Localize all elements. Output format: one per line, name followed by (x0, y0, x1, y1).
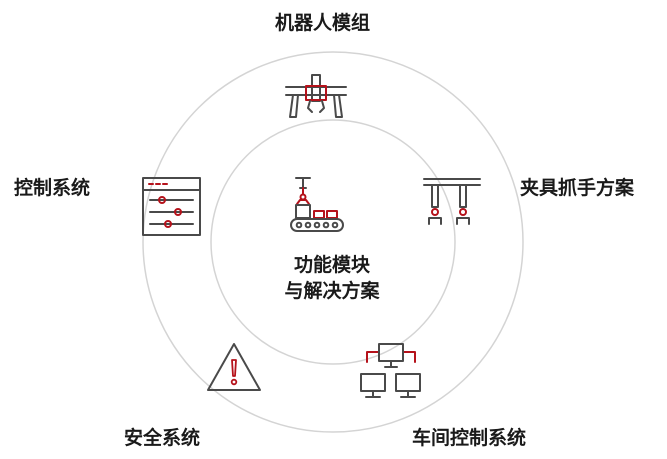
inner-ring (210, 119, 456, 365)
outer-ring (142, 51, 524, 433)
control-system-label: 控制系统 (14, 177, 91, 199)
safety-system-label: 安全系统 (124, 427, 201, 449)
gripper-icon (423, 178, 481, 225)
workshop-control-label: 车间控制系统 (412, 427, 527, 449)
robot-module-label: 机器人模组 (275, 12, 371, 34)
network-computers-icon (360, 343, 421, 398)
gantry-robot-icon (285, 74, 347, 118)
center-title-line2: 与解决方案 (284, 280, 380, 302)
conveyor-robot-arm-icon (290, 177, 344, 232)
warning-triangle-icon (207, 343, 261, 391)
fixture-gripper-label: 夹具抓手方案 (520, 177, 635, 199)
center-title-line1: 功能模块 (293, 254, 370, 276)
control-panel-icon (142, 177, 201, 236)
